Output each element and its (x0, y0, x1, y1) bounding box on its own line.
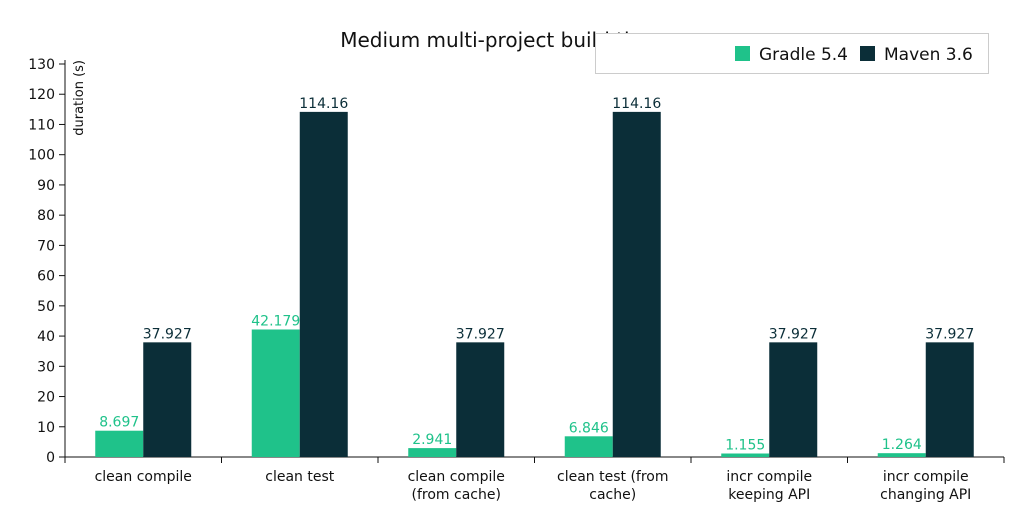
data-label-maven: 37.927 (925, 326, 974, 342)
data-label-gradle: 1.264 (882, 437, 922, 453)
x-category-label: incr compile (726, 469, 812, 485)
bar-maven (299, 111, 348, 458)
y-tick-label: 50 (37, 299, 55, 315)
bar-gradle (251, 329, 300, 457)
legend-label-gradle: Gradle 5.4 (759, 45, 848, 65)
data-label-gradle: 2.941 (412, 432, 452, 448)
data-label-maven: 114.16 (612, 96, 661, 112)
bar-maven (456, 342, 505, 457)
y-tick-label: 100 (28, 148, 55, 164)
y-tick-label: 60 (37, 269, 55, 285)
x-category-label: cache) (589, 487, 636, 503)
y-tick-label: 120 (28, 87, 55, 103)
bar-gradle (564, 436, 613, 457)
bar-gradle (408, 448, 457, 457)
legend-swatch-gradle (735, 46, 750, 61)
x-category-label: keeping API (728, 487, 810, 503)
x-category-label: clean compile (408, 469, 505, 485)
y-tick-label: 40 (37, 329, 55, 345)
data-label-maven: 37.927 (456, 326, 505, 342)
x-category-label: (from cache) (412, 487, 501, 503)
y-tick-label: 20 (37, 390, 55, 406)
bar-gradle (877, 453, 926, 457)
bar-gradle (95, 430, 144, 457)
y-axis-label: duration (s) (72, 60, 87, 136)
y-tick-label: 90 (37, 178, 55, 194)
data-label-gradle: 42.179 (251, 313, 300, 329)
legend-box (595, 33, 989, 74)
data-label-maven: 114.16 (299, 96, 348, 112)
y-tick-label: 130 (28, 57, 55, 73)
y-tick-label: 0 (46, 450, 55, 466)
legend-swatch-maven (860, 46, 875, 61)
x-category-label: clean compile (95, 469, 192, 485)
bar-maven (612, 111, 661, 458)
legend-label-maven: Maven 3.6 (884, 45, 973, 65)
bar-maven (143, 342, 192, 457)
x-category-label: incr compile (883, 469, 969, 485)
bar-maven (925, 342, 974, 457)
data-label-gradle: 8.697 (99, 415, 139, 431)
y-tick-label: 10 (37, 420, 55, 436)
y-tick-label: 70 (37, 238, 55, 254)
x-category-label: clean test (265, 469, 334, 485)
y-tick-label: 80 (37, 208, 55, 224)
x-category-label: changing API (880, 487, 971, 503)
y-tick-label: 30 (37, 359, 55, 375)
bar-maven (769, 342, 818, 457)
data-label-maven: 37.927 (143, 326, 192, 342)
y-tick-label: 110 (28, 117, 55, 133)
data-label-maven: 37.927 (769, 326, 818, 342)
data-label-gradle: 6.846 (569, 420, 609, 436)
x-category-label: clean test (from (557, 469, 668, 485)
data-label-gradle: 1.155 (725, 438, 765, 454)
bar-gradle (721, 453, 770, 457)
